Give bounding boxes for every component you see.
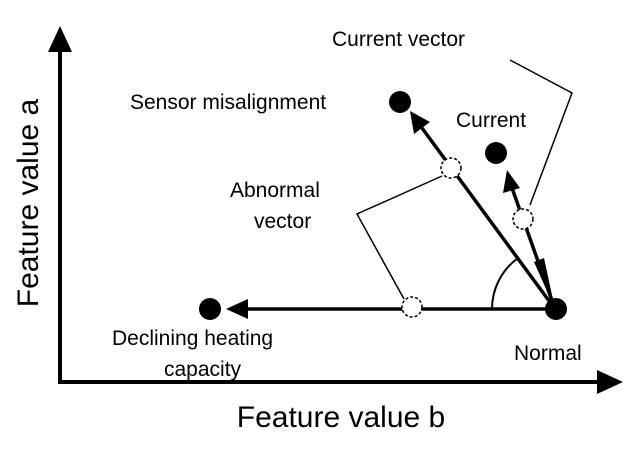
angle-wedge xyxy=(534,258,555,309)
current-vector-arrowhead xyxy=(503,170,520,193)
label-abnormal-vector-line1: Abnormal xyxy=(230,179,320,202)
abnormal-vector-sensor xyxy=(420,126,557,311)
label-current-vector: Current vector xyxy=(332,28,465,51)
x-axis-title: Feature value b xyxy=(237,401,445,434)
abnormal-vector-sensor-arrowhead xyxy=(410,111,430,134)
label-declining-heating-line1: Declining heating xyxy=(112,327,273,350)
label-sensor-misalignment: Sensor misalignment xyxy=(130,91,326,114)
x-axis-arrowhead xyxy=(597,370,623,394)
label-declining-heating-line2: capacity xyxy=(164,358,242,381)
point-declining-heating xyxy=(199,298,221,320)
label-normal: Normal xyxy=(514,342,582,365)
angle-arc xyxy=(491,257,519,310)
point-current xyxy=(485,142,507,164)
abnormal-vector-declining-arrowhead xyxy=(226,299,248,319)
marker-declining-vector xyxy=(401,296,423,318)
marker-sensor-vector xyxy=(440,157,462,179)
point-normal xyxy=(545,298,567,320)
y-axis-arrowhead xyxy=(48,26,72,52)
label-current: Current xyxy=(456,109,526,132)
leader-abnormal-vector xyxy=(355,175,443,300)
label-abnormal-vector-line2: vector xyxy=(254,210,311,233)
marker-current-vector xyxy=(512,208,534,230)
leader-current-vector xyxy=(509,59,573,206)
point-sensor-misalignment xyxy=(389,91,411,113)
y-axis-title: Feature value a xyxy=(12,98,45,307)
